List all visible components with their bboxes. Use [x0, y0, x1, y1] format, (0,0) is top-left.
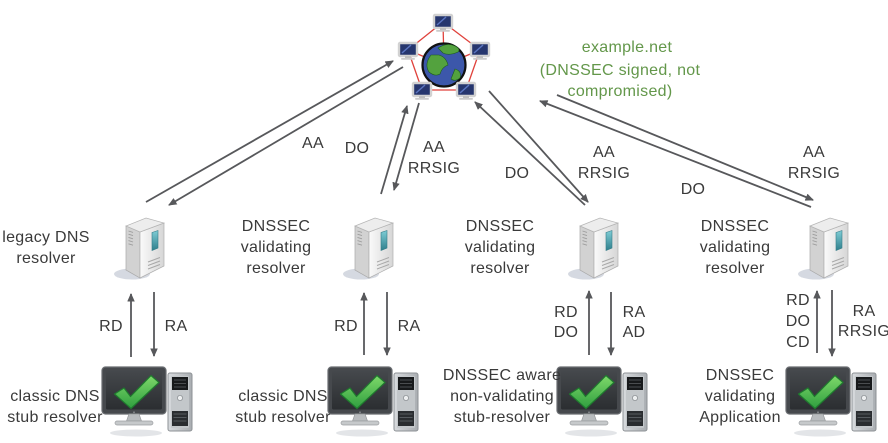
flag-query-col2: DO — [344, 140, 370, 157]
network-node-icon — [469, 41, 491, 62]
flag-client-answer-col1: RA — [164, 318, 188, 335]
col4-query-arrow — [539, 100, 812, 208]
internet-name-label: example.net — [581, 39, 673, 56]
internet-network-icon — [397, 13, 491, 102]
desktop-checkmark-icon-app-4 — [785, 366, 877, 438]
flag-client-query-col3: RD DO — [553, 304, 579, 341]
col2-answer-arrow — [392, 102, 420, 191]
network-node-icon — [432, 13, 454, 34]
col1-answer-arrow — [168, 66, 404, 206]
resolver-label-validating-3: DNSSEC validating resolver — [699, 218, 771, 277]
network-node-icon — [397, 41, 419, 62]
flag-answer-col2: AA RRSIG — [407, 139, 461, 177]
flag-client-answer-col4: RA RRSIG — [837, 303, 888, 340]
flag-answer-col1: AA — [302, 135, 324, 152]
desktop-checkmark-icon-stub-1 — [101, 366, 193, 438]
resolver-label-legacy: legacy DNS resolver — [2, 229, 90, 267]
desktop-checkmark-icon-stub-2 — [327, 366, 419, 438]
desktop-checkmark-icon-stub-3 — [556, 366, 648, 438]
resolver-label-validating-1: DNSSEC validating resolver — [240, 218, 312, 277]
internet-note-label: (DNSSEC signed, not compromised) — [539, 62, 701, 100]
col3-answer-arrow — [488, 90, 589, 203]
flag-client-answer-col3: RA AD — [622, 304, 646, 341]
resolver-label-validating-2: DNSSEC validating resolver — [464, 218, 536, 277]
flag-answer-col3: AA RRSIG — [577, 144, 631, 182]
client-label-app-4: DNSSEC validating Application — [699, 367, 781, 426]
flag-query-col4: DO — [680, 181, 706, 198]
server-icon-validating-resolver-2 — [567, 217, 619, 280]
globe-icon — [421, 42, 467, 88]
col2-query-arrow — [380, 105, 409, 195]
client-label-stub-1: classic DNS stub resolver — [7, 388, 103, 426]
flag-answer-col4: AA RRSIG — [787, 144, 841, 182]
client-label-stub-2: classic DNS stub resolver — [235, 388, 331, 426]
col1-query-arrow — [145, 60, 394, 203]
network-node-icon — [411, 81, 433, 102]
flag-query-col3: DO — [504, 165, 530, 182]
network-node-icon — [455, 81, 477, 102]
col4-answer-arrow — [556, 94, 814, 201]
flag-client-answer-col2: RA — [397, 318, 421, 335]
server-icon-validating-resolver-3 — [797, 217, 849, 280]
flag-client-query-col4: RD DO CD — [785, 292, 811, 351]
server-icon-validating-resolver-1 — [342, 217, 394, 280]
client-label-stub-3: DNSSEC aware non-validating stub-resolve… — [442, 367, 562, 426]
server-icon-legacy-resolver — [113, 217, 165, 280]
flag-client-query-col2: RD — [334, 318, 358, 335]
flag-client-query-col1: RD — [99, 318, 123, 335]
col3-query-arrow — [474, 101, 586, 206]
